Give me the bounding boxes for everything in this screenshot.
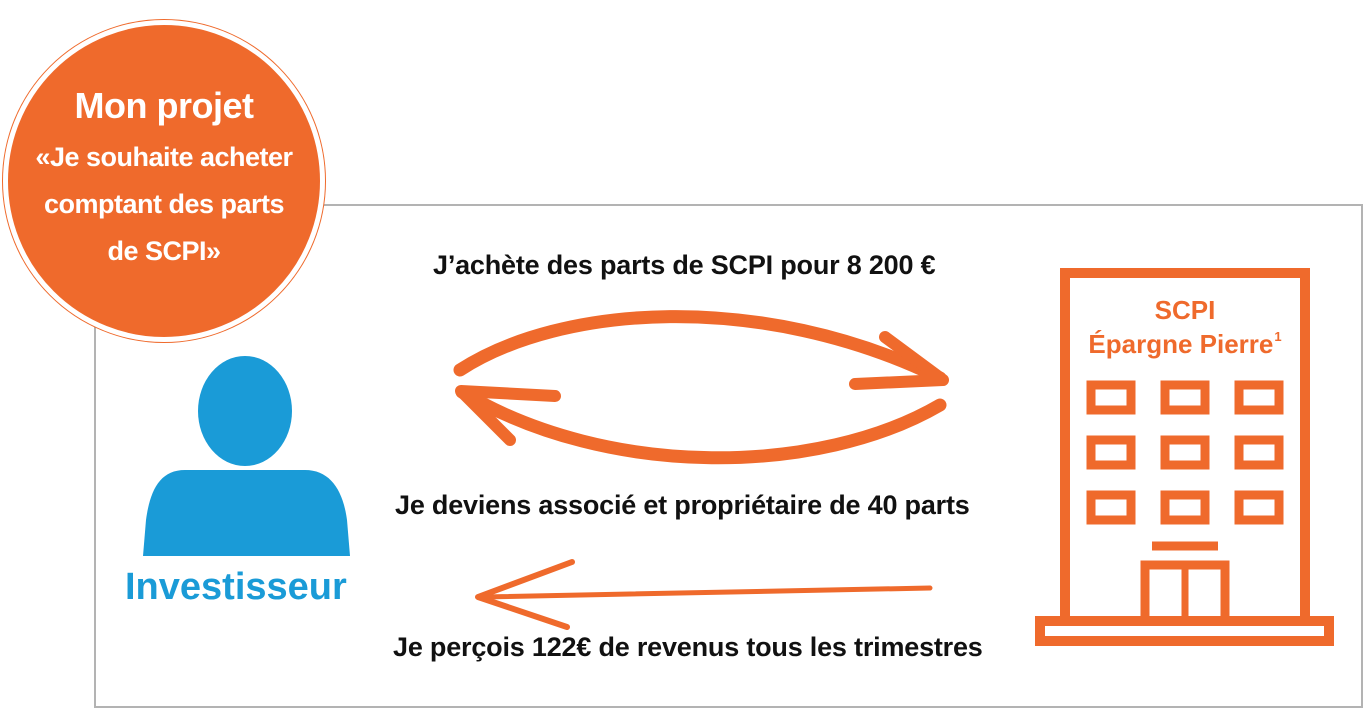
person-icon [143, 356, 350, 556]
building-name-text: Épargne Pierre [1088, 329, 1274, 359]
buy-label: J’achète des parts de SCPI pour 8 200 € [433, 250, 936, 280]
building-name-line-2: Épargne Pierre1 [1080, 329, 1290, 360]
diagram-frame [94, 204, 1363, 708]
footnote-marker: 1 [1274, 329, 1282, 344]
building-name-line-1: SCPI [1154, 295, 1216, 325]
badge-line-2: comptant des parts [43, 189, 285, 219]
investor-label: Investisseur [125, 566, 347, 608]
badge-title: Mon projet [74, 85, 254, 126]
associate-label: Je deviens associé et propriétaire de 40… [395, 490, 970, 520]
arrow-to-scpi [453, 310, 949, 390]
badge-line-3: de SCPI» [107, 236, 221, 266]
arrow-revenue [475, 559, 933, 630]
badge-line-1: «Je souhaite acheter [35, 142, 293, 172]
arrow-to-investor [455, 385, 947, 465]
building-icon [1035, 268, 1334, 646]
project-badge: Mon projet «Je souhaite acheter comptant… [3, 20, 325, 342]
revenue-label: Je perçois 122€ de revenus tous les trim… [393, 632, 983, 662]
